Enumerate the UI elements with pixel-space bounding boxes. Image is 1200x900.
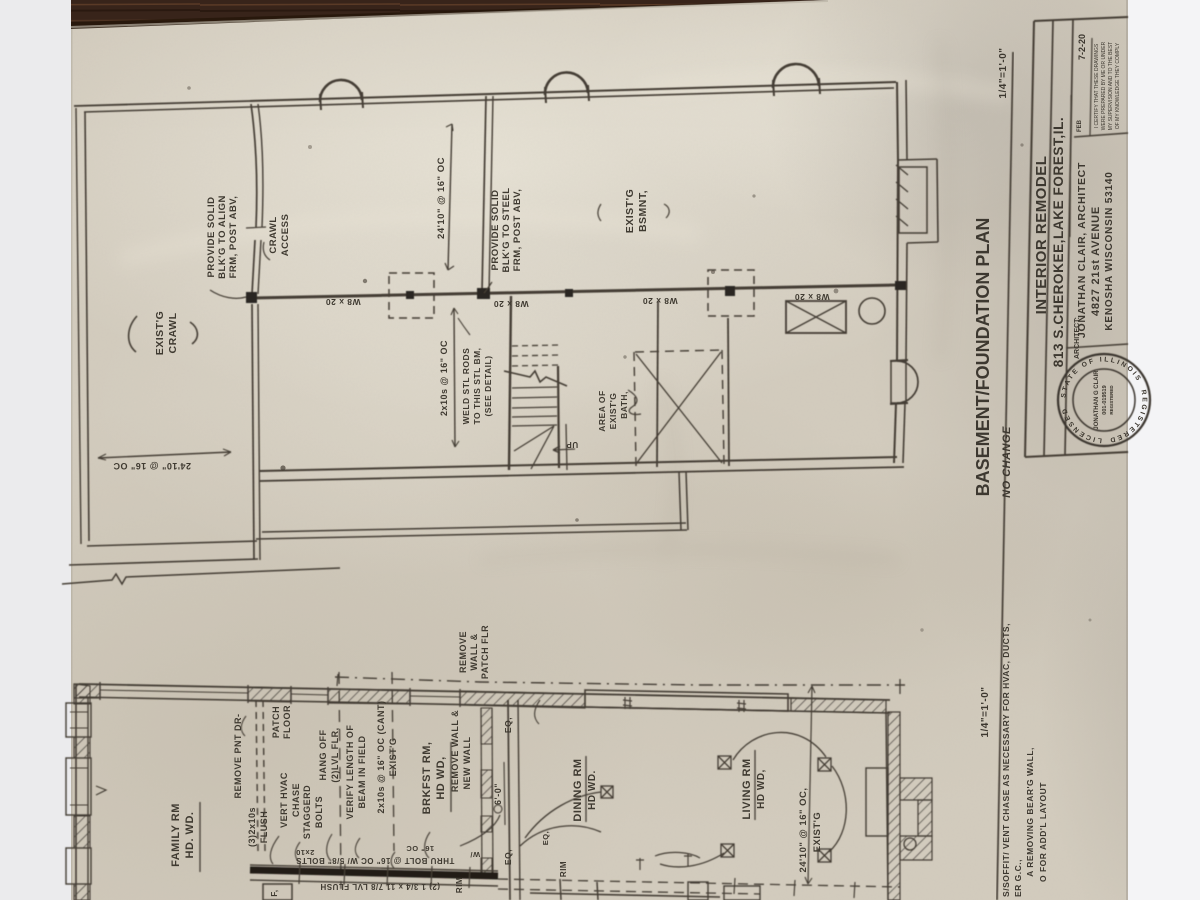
svg-text:JONATHAN CLAIR, ARCHITECT: JONATHAN CLAIR, ARCHITECT [1076,162,1088,338]
svg-text:16" OC: 16" OC [406,844,434,853]
svg-text:EQ,: EQ, [503,717,513,733]
svg-text:ER G.C.,: ER G.C., [1013,859,1023,897]
svg-text:EQ,: EQ, [503,849,513,865]
svg-text:REMOVE PNT DR-: REMOVE PNT DR- [233,713,243,798]
svg-text:(2) 1 3/4 x 11 7/8 LVL FLUSH: (2) 1 3/4 x 11 7/8 LVL FLUSH [320,882,440,891]
svg-text:7-2-20: 7-2-20 [1077,34,1087,60]
svg-text:2x10s @ 16" OC: 2x10s @ 16" OC [439,340,449,416]
svg-text:W8 x 20: W8 x 20 [794,292,829,302]
svg-text:JONATHAN G CLAIR: JONATHAN G CLAIR [1094,370,1100,430]
svg-text:NO CHANGE: NO CHANGE [1001,426,1013,498]
svg-text:W8 x 20: W8 x 20 [493,299,528,309]
svg-text:BEAM IN FIELD: BEAM IN FIELD [357,736,367,809]
svg-text:I CERTIFY THAT THESE DRAWINGS: I CERTIFY THAT THESE DRAWINGS [1094,43,1100,128]
svg-text:FAMILY RM: FAMILY RM [170,803,182,867]
svg-text:1/4"=1'-0": 1/4"=1'-0" [998,47,1009,98]
svg-text:ARCHITECT:: ARCHITECT: [1074,317,1081,359]
svg-text:(SEE DETAIL): (SEE DETAIL) [483,355,493,416]
svg-text:OF MY KNOWLEDGE THEY COMPLY: OF MY KNOWLEDGE THEY COMPLY [1115,42,1121,129]
svg-text:O FOR ADD'L LAYOUT: O FOR ADD'L LAYOUT [1038,782,1048,882]
svg-text:FLOOR: FLOOR [282,705,292,739]
svg-text:EXIST'G: EXIST'G [812,812,823,853]
svg-text:KENOSHA WISCONSIN 53140: KENOSHA WISCONSIN 53140 [1104,171,1115,330]
svg-text:BATH,: BATH, [619,391,629,419]
svg-text:BLK'G TO STEEL: BLK'G TO STEEL [501,187,512,272]
svg-text:TO THIS STL BM,: TO THIS STL BM, [472,347,482,424]
svg-text:FRM, POST ABV,: FRM, POST ABV, [228,196,239,279]
svg-text:2x10s @ 16" OC (CANT): 2x10s @ 16" OC (CANT) [376,700,386,813]
svg-text:EXIST'G: EXIST'G [388,738,398,777]
svg-text:PROVIDE SOLID: PROVIDE SOLID [490,190,501,271]
svg-text:W8 x 20: W8 x 20 [325,297,360,307]
svg-text:PATCH: PATCH [271,706,281,738]
svg-text:UP: UP [566,440,578,449]
svg-text:HANG OFF: HANG OFF [318,730,328,781]
svg-text:F,: F, [270,889,279,896]
svg-text:A REMOVING BEAR'G WALL,: A REMOVING BEAR'G WALL, [1025,747,1035,877]
svg-text:HD WD,: HD WD, [756,769,767,809]
svg-text:BASEMENT/FOUNDATION PLAN: BASEMENT/FOUNDATION PLAN [973,218,993,497]
svg-text:WALL &: WALL & [469,633,479,670]
svg-text:VERT HVAC: VERT HVAC [279,772,289,828]
svg-text:REGISTERED: REGISTERED [1109,385,1114,415]
svg-text:24'10" @ 16" OC: 24'10" @ 16" OC [113,461,191,471]
svg-text:THRU BOLT @ 16" OC W/ 5/8" BOL: THRU BOLT @ 16" OC W/ 5/8" BOLTS [296,856,455,865]
svg-text:WERE PREPARED BY ME OR UNDER: WERE PREPARED BY ME OR UNDER [1101,41,1107,130]
svg-text:ACCESS: ACCESS [280,214,291,257]
svg-text:(3)2x10s: (3)2x10s [247,807,257,847]
svg-text:1/4"=1'-0": 1/4"=1'-0" [980,686,991,737]
svg-text:STAGGERD: STAGGERD [302,785,312,839]
svg-text:LIVING RM: LIVING RM [741,758,753,819]
svg-text:BRKFST RM,: BRKFST RM, [421,742,433,815]
svg-text:W/: W/ [470,850,481,859]
svg-text:2x10: 2x10 [296,848,315,857]
svg-text:NEW WALL: NEW WALL [462,737,472,790]
svg-text:001-019519: 001-019519 [1102,385,1108,414]
svg-text:W8 x 20: W8 x 20 [642,296,677,306]
svg-text:BSMNT,: BSMNT, [637,190,649,232]
svg-text:REMOVE: REMOVE [458,631,468,673]
svg-text:REMOVE WALL &: REMOVE WALL & [450,710,460,792]
svg-text:VERIFY LENGTH OF: VERIFY LENGTH OF [345,725,355,820]
svg-text:BOLTS: BOLTS [314,796,324,828]
svg-text:RIM: RIM [559,861,568,877]
svg-text:813 S.CHEROKEE,LAKE FOREST,IL.: 813 S.CHEROKEE,LAKE FOREST,IL. [1051,117,1066,368]
svg-text:FRM, POST ABV,: FRM, POST ABV, [512,189,523,272]
svg-text:DINING RM: DINING RM [572,758,584,821]
svg-text:PATCH FLR: PATCH FLR [480,625,490,679]
svg-text:HD WD,: HD WD, [435,756,447,799]
svg-text:CRAWL: CRAWL [268,216,279,253]
svg-text:WELD STL RODS: WELD STL RODS [461,348,471,425]
svg-text:EXIST'G: EXIST'G [608,393,618,430]
svg-text:INTERIOR REMODEL: INTERIOR REMODEL [1033,156,1050,315]
svg-text:(2)LVL FLR,: (2)LVL FLR, [330,727,340,782]
svg-text:HD. WD.: HD. WD. [184,812,196,859]
svg-text:24'10" @ 16" OC: 24'10" @ 16" OC [436,157,447,239]
svg-text:CRAWL: CRAWL [167,312,179,353]
svg-text:24'10" @ 16" OC,: 24'10" @ 16" OC, [798,787,809,872]
svg-text:MY SUPERVISION AND TO THE BEST: MY SUPERVISION AND TO THE BEST [1108,42,1114,130]
svg-text:PROVIDE SOLID: PROVIDE SOLID [206,197,217,278]
svg-text:6'-0": 6'-0" [493,783,503,805]
svg-text:RIM: RIM [455,877,464,893]
svg-text:EXIST'G: EXIST'G [624,189,636,234]
svg-text:BLK'G TO ALIGN: BLK'G TO ALIGN [217,195,228,279]
svg-text:S/SOFFIT/ VENT CHASE AS NECESS: S/SOFFIT/ VENT CHASE AS NECESSARY FOR HV… [1001,623,1011,897]
svg-text:EQ,: EQ, [541,831,550,845]
svg-text:HD WD.: HD WD. [587,770,598,810]
svg-text:AREA OF: AREA OF [597,390,607,431]
svg-text:4827 21st AVENUE: 4827 21st AVENUE [1090,206,1102,316]
svg-text:FLUSH: FLUSH [259,811,269,844]
svg-text:EXIST'G: EXIST'G [154,311,166,356]
svg-text:FEB: FEB [1077,119,1083,132]
svg-text:CHASE: CHASE [291,783,301,817]
